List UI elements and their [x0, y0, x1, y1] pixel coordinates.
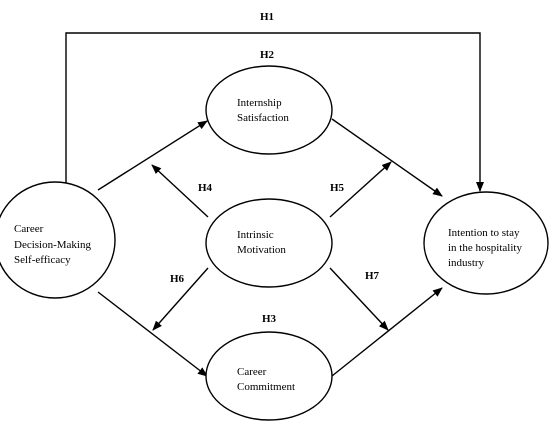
edge-commitment-to-intention	[331, 287, 443, 377]
hypothesis-label-h7: H7	[365, 270, 380, 282]
node-label-line: Internship	[237, 97, 282, 109]
edge-internship-to-intention	[331, 118, 443, 197]
edge-cdmse-to-commitment	[97, 291, 208, 377]
hypothesis-label-h4: H4	[198, 182, 213, 194]
h1-path	[65, 32, 484, 196]
node-intrinsic-motivation: Intrinsic Motivation	[205, 198, 333, 288]
node-label-line: Career	[237, 366, 267, 378]
node-career-decision-making-self-efficacy: Career Decision-Making Self-efficacy	[0, 181, 116, 299]
node-label-line: Career	[14, 223, 44, 235]
node-internship-satisfaction: Internship Satisfaction	[205, 65, 333, 155]
hypothesis-label-h6: H6	[170, 273, 185, 285]
node-label-line: Intention to stay	[448, 227, 520, 239]
node-label-line: industry	[448, 257, 485, 269]
edge-intrinsic-to-internship	[151, 164, 209, 218]
node-intention-to-stay: Intention to stay in the hospitality ind…	[423, 191, 549, 295]
edge-intrinsic-to-commitment	[152, 267, 209, 331]
node-label-line: in the hospitality	[448, 242, 522, 254]
node-label-line: Satisfaction	[237, 112, 289, 124]
edge-intrinsic-to-intention-upper	[329, 161, 392, 218]
hypothesis-label-h3: H3	[262, 313, 277, 325]
edge-cdmse-to-internship	[97, 120, 208, 191]
node-career-commitment: Career Commitment	[205, 331, 333, 421]
edge-intrinsic-to-intention-lower	[329, 267, 389, 331]
node-label-line: Decision-Making	[14, 239, 91, 251]
hypothesis-label-h5: H5	[330, 182, 345, 194]
node-label-line: Self-efficacy	[14, 254, 71, 266]
hypothesis-label-h1: H1	[260, 11, 274, 23]
node-label-line: Intrinsic	[237, 229, 274, 241]
node-label-line: Commitment	[237, 381, 295, 393]
hypothesis-label-h2: H2	[260, 49, 275, 61]
node-label-line: Motivation	[237, 244, 286, 256]
